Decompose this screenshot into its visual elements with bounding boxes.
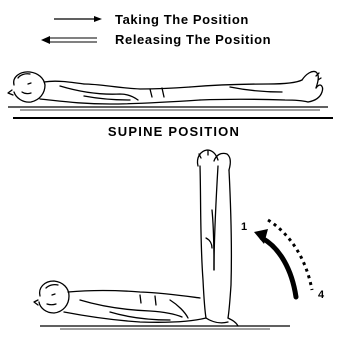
supine-position-caption: SUPINE POSITION [0,125,348,139]
step-end-label: 4 [318,289,324,301]
taking-position-arrow-icon [54,16,102,22]
step-start-label: 1 [241,221,247,233]
taking-position-label: Taking The Position [115,13,249,27]
releasing-position-arrow-icon [41,36,97,44]
releasing-position-label: Releasing The Position [115,33,271,47]
movement-arc-arrow-icon [254,220,312,297]
legs-raised-figure [34,150,238,326]
supine-figure-top [8,71,323,104]
